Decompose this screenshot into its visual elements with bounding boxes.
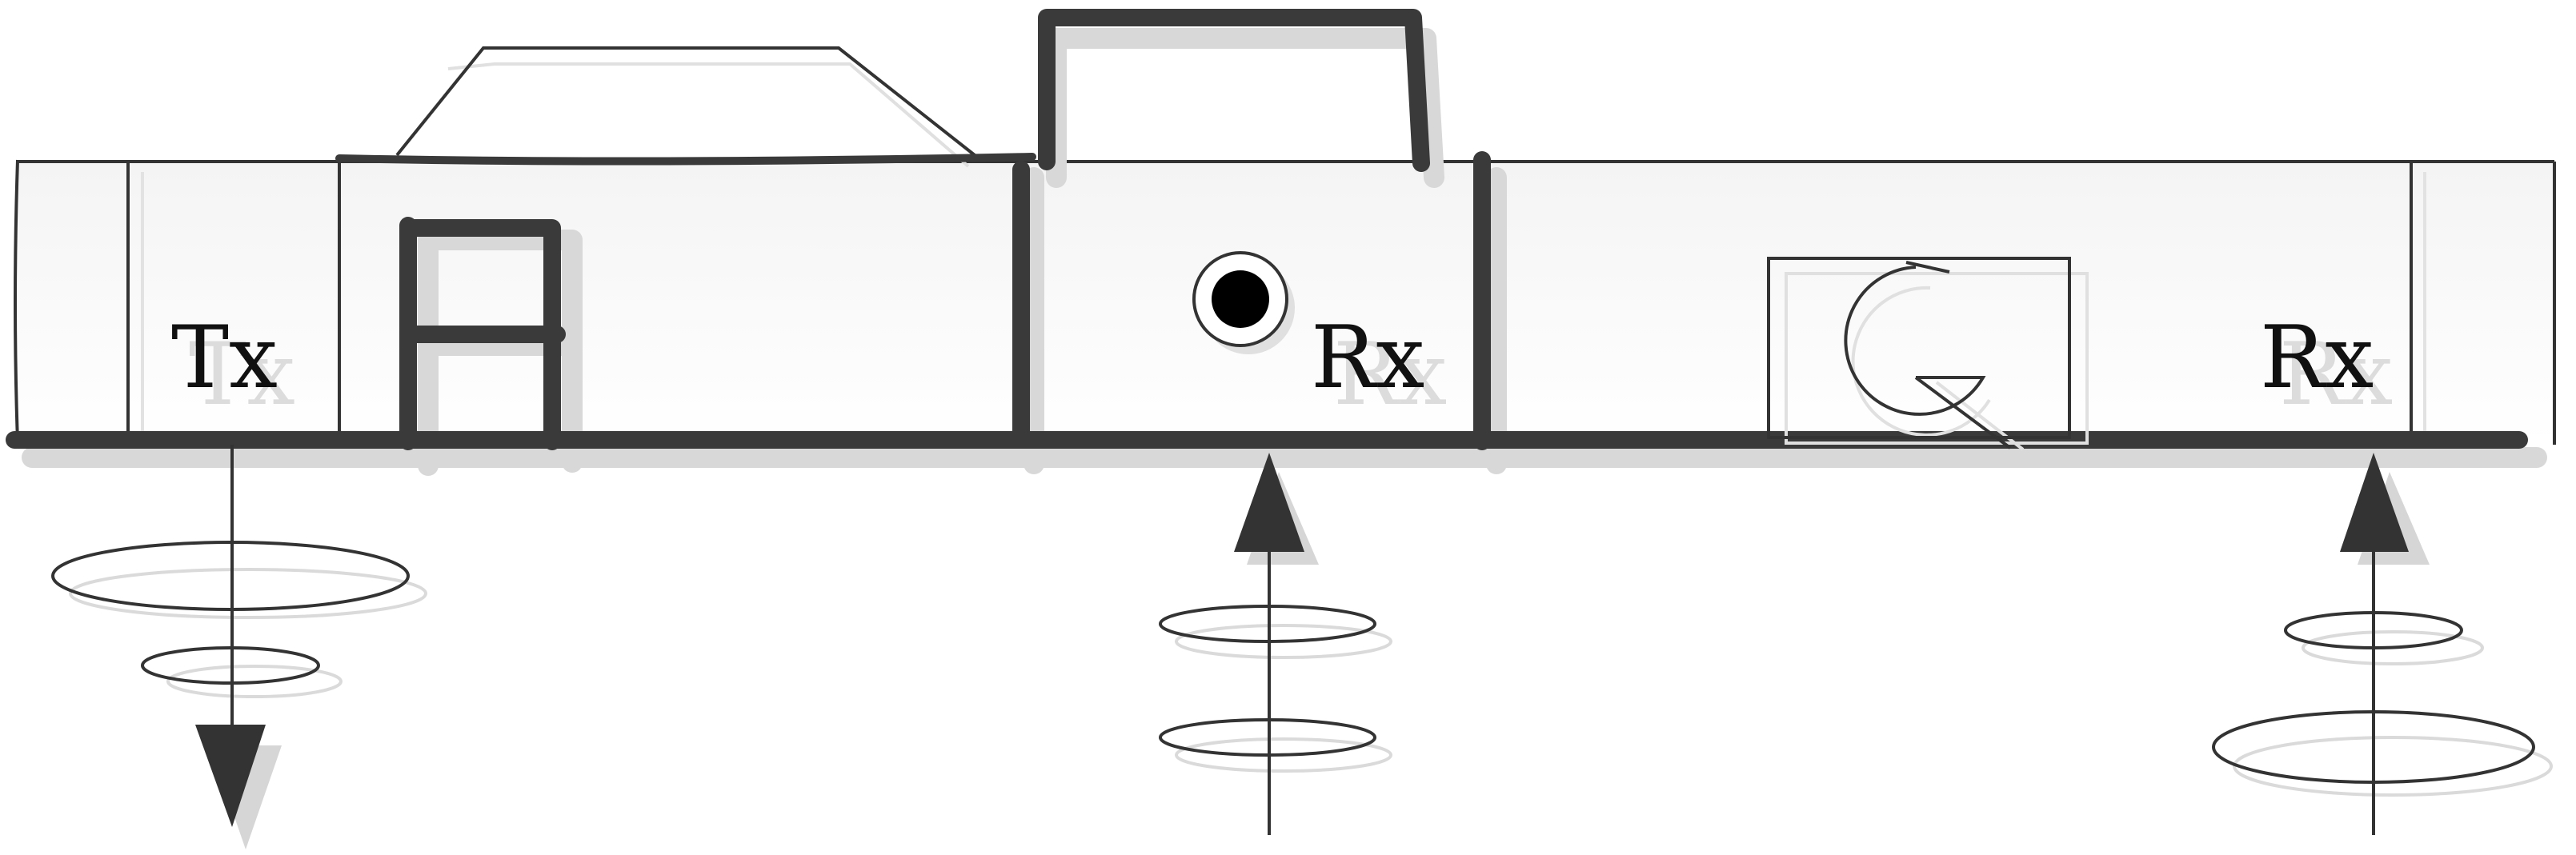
down-arrow-icon: [195, 725, 266, 827]
tx-label: Tx: [171, 308, 278, 408]
receiver-1-signal: [1159, 453, 1392, 835]
label-rx-1: Rx Rx: [1311, 308, 1447, 425]
up-arrow-icon: [2340, 453, 2409, 552]
gauge-icon: [1767, 257, 2089, 451]
upper-rail: [335, 153, 1036, 166]
rx-label-1: Rx: [1311, 308, 1424, 408]
transmitter-signal: [51, 445, 427, 849]
up-arrow-icon: [1234, 453, 1304, 552]
receiver-2-signal: [2212, 453, 2553, 835]
svg-text:Rx: Rx: [1333, 325, 1447, 425]
bullseye-icon: [1192, 251, 1295, 354]
rx-label-2: Rx: [2260, 308, 2374, 408]
top-trapezoid: [395, 46, 976, 168]
label-tx: Tx Tx: [171, 308, 295, 425]
brackets: [6, 9, 2528, 450]
svg-text:Rx: Rx: [2279, 325, 2393, 425]
label-rx-2: Rx Rx: [2260, 308, 2393, 425]
svg-text:Tx: Tx: [189, 325, 295, 425]
bracket-shadows: [22, 28, 2547, 476]
